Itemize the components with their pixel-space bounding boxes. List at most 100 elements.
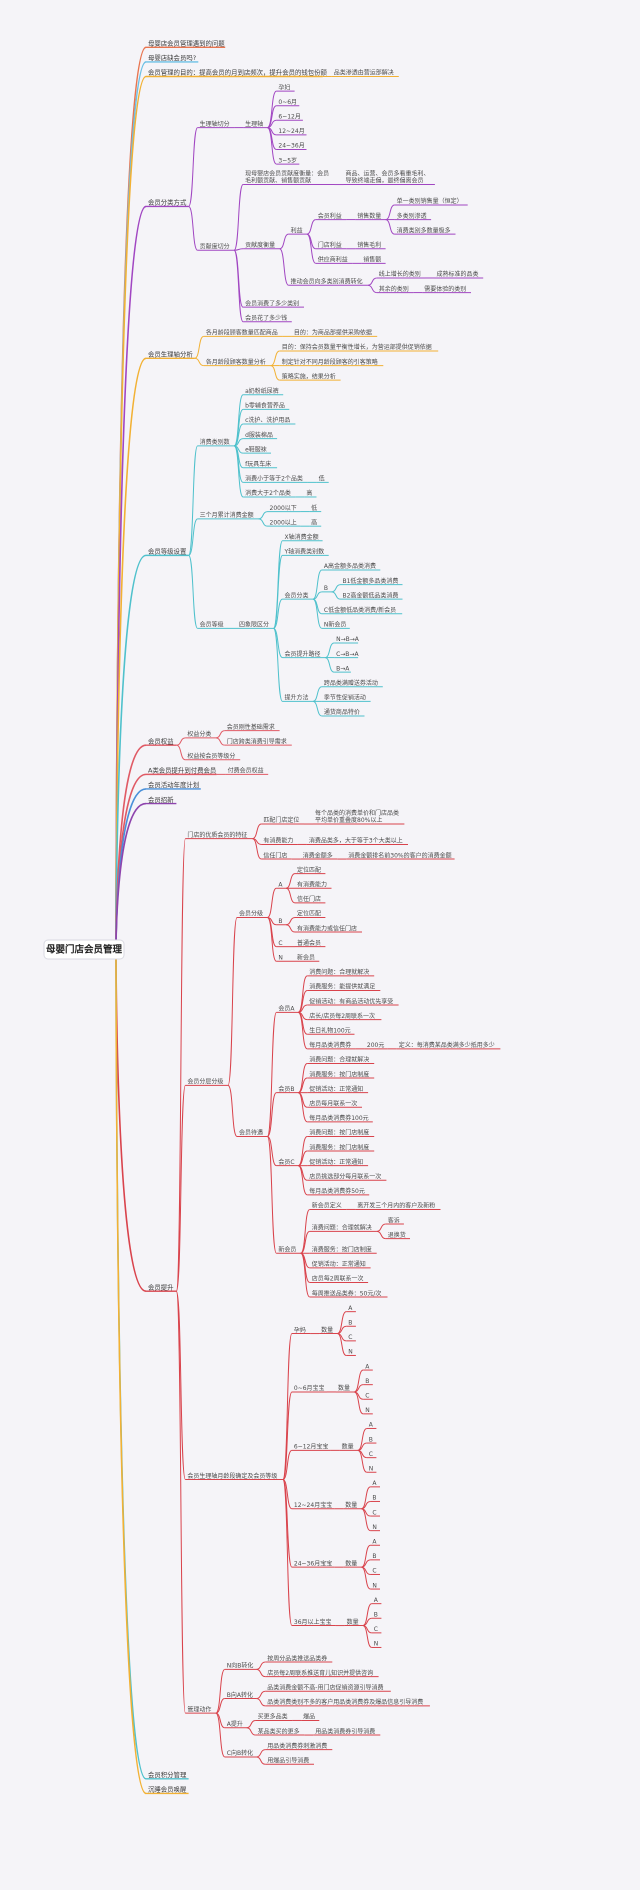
node-label-level-3[interactable]: 策略实施，结果分析 xyxy=(282,372,336,380)
node-label-level-3[interactable]: d服装棉品 xyxy=(245,431,273,439)
node-label-level-4[interactable]: 新会员 xyxy=(278,1245,296,1253)
node-label-level-4[interactable]: 数量 xyxy=(345,1501,357,1509)
node-label-level-5[interactable]: B→A xyxy=(336,665,350,672)
node-label-level-4[interactable]: C xyxy=(278,940,282,947)
node-label-level-5[interactable]: 促销活动：正常通知 xyxy=(309,1085,363,1093)
node-label-level-4[interactable]: 会员C xyxy=(278,1158,294,1166)
node-label-level-5[interactable]: 消费问题：合理就解决 xyxy=(309,968,369,976)
node-label-level-5[interactable]: A xyxy=(365,1363,370,1370)
node-label-level-5[interactable]: N xyxy=(374,1641,379,1648)
node-label-level-6[interactable]: B1低金额多品类消费 xyxy=(343,577,399,585)
node-label-level-3[interactable]: 匹配门店定位 xyxy=(263,816,299,824)
node-label-level-3[interactable]: 目的：保持会员数量平衡性增长，为营运部提供促销依据 xyxy=(282,343,432,351)
node-label-level-4[interactable]: 店员每2周联系推送育儿知识并提供咨询 xyxy=(267,1669,373,1677)
node-label-level-3[interactable]: 会员待遇 xyxy=(239,1129,263,1137)
node-label-level-3[interactable]: 消费小于等于2个品类 xyxy=(245,475,303,483)
node-label-level-3[interactable]: 12~24月宝宝 xyxy=(294,1501,332,1509)
node-label-level-2[interactable]: 会员生理轴月龄段确定及会员等级 xyxy=(187,1472,277,1480)
node-label-level-5[interactable]: C xyxy=(348,1334,352,1341)
node-label-level-4[interactable]: 会员B xyxy=(278,1085,294,1093)
node-label-level-4[interactable]: Y轴消费类别数 xyxy=(284,548,325,556)
node-label-level-3[interactable]: B向A转化 xyxy=(227,1691,253,1699)
node-label-level-4[interactable]: 用爆品引导消费 xyxy=(267,1756,309,1764)
node-label-level-4[interactable]: 每个品类的消费单价和门店品类平均单价重叠度80%以上 xyxy=(315,809,399,824)
node-label-level-5[interactable]: C低金额低品类消费/新会员 xyxy=(324,606,396,614)
node-label-level-3[interactable]: 孕妈 xyxy=(294,1326,306,1334)
node-label-level-4[interactable]: 孕妇 xyxy=(278,83,290,91)
node-label-level-5[interactable]: 门店利益 xyxy=(318,241,342,249)
node-label-level-5[interactable]: N xyxy=(369,1465,374,1472)
node-label-level-7[interactable]: 定义：每消费某品类满多少抵用多少 xyxy=(399,1041,495,1049)
node-label-level-5[interactable]: 消费问题：合理就解决 xyxy=(309,1056,369,1064)
node-label-level-4[interactable]: 推动会员向多类别消费转化 xyxy=(291,277,363,285)
node-label-level-3[interactable]: 生理轴 xyxy=(245,120,263,128)
node-label-level-4[interactable]: 6~12月 xyxy=(278,114,300,121)
node-label-level-5[interactable]: 每月品类消费券 xyxy=(309,1041,351,1049)
node-label-level-4[interactable]: 数量 xyxy=(321,1326,333,1334)
node-label-level-5[interactable]: 信任门店 xyxy=(297,895,321,903)
node-label-level-1[interactable]: 会员管理的目的：提高会员的月到店频次，提升会员的钱包份额 xyxy=(148,68,328,77)
node-label-level-5[interactable]: 店员每月联系一次 xyxy=(309,1099,357,1107)
node-label-level-5[interactable]: B xyxy=(348,1319,352,1326)
node-label-level-5[interactable]: 有消费能力或信任门店 xyxy=(297,924,357,932)
node-label-level-3[interactable]: 24~36月宝宝 xyxy=(294,1559,332,1567)
node-label-level-1[interactable]: 会员权益 xyxy=(148,736,174,745)
node-label-level-1[interactable]: 会员等级设置 xyxy=(148,547,187,556)
node-label-level-3[interactable]: C向B转化 xyxy=(227,1749,253,1757)
node-label-level-3[interactable]: 目的：为商品部提供采购依据 xyxy=(294,329,372,337)
node-label-level-5[interactable]: 每月品类消费券50元 xyxy=(309,1187,365,1195)
node-label-level-5[interactable]: 新会员 xyxy=(297,953,315,961)
node-label-level-5[interactable]: 通货商品特价 xyxy=(324,708,360,716)
node-label-level-1[interactable]: 会员招新 xyxy=(148,795,174,804)
node-label-level-5[interactable]: A xyxy=(374,1597,379,1604)
node-label-level-5[interactable]: 线上增长的类别 xyxy=(379,270,421,278)
node-label-level-6[interactable]: 销售额 xyxy=(363,256,381,264)
node-label-level-5[interactable]: A xyxy=(369,1422,374,1429)
node-label-level-4[interactable]: A xyxy=(278,881,283,888)
node-label-level-4[interactable]: B xyxy=(278,918,282,925)
node-label-level-5[interactable]: N xyxy=(372,1524,377,1531)
node-label-level-5[interactable]: 消费服务：按门店制度 xyxy=(309,1143,369,1151)
node-label-level-3[interactable]: 会员花了多少钱 xyxy=(245,314,287,322)
node-label-level-3[interactable]: 有消费能力 xyxy=(263,837,293,845)
node-label-level-3[interactable]: N向B转化 xyxy=(227,1662,254,1670)
node-label-level-3[interactable]: 会员刚性基础需求 xyxy=(227,723,275,731)
node-label-level-5[interactable]: A高金额多品类消费 xyxy=(324,562,376,570)
node-label-level-3[interactable]: b零辅食营养品 xyxy=(245,402,285,410)
node-label-level-5[interactable]: 有消费能力 xyxy=(297,880,327,888)
node-label-level-5[interactable]: A xyxy=(372,1480,377,1487)
node-label-level-5[interactable]: 定位匹配 xyxy=(297,866,321,874)
node-label-level-5[interactable]: 每周推送品类券：50元/次 xyxy=(312,1289,382,1297)
node-label-level-7[interactable]: 单一类别销售量（恒定） xyxy=(397,197,463,205)
node-label-level-5[interactable]: C xyxy=(374,1626,378,1633)
node-label-level-5[interactable]: 促销活动：有商品活动优先享受 xyxy=(309,997,393,1005)
node-label-level-4[interactable]: 消费品类多，大于等于3个大类以上 xyxy=(309,837,403,845)
node-label-level-2[interactable]: 管理动作 xyxy=(187,1705,211,1713)
node-label-level-2[interactable]: 各月龄段顾客数量分析 xyxy=(206,358,266,366)
node-label-level-1[interactable]: 母婴店会员管理遇到的问题 xyxy=(148,39,225,48)
node-label-level-1[interactable]: 会员提升 xyxy=(148,1282,174,1291)
node-label-level-5[interactable]: B xyxy=(372,1553,376,1560)
root-node[interactable]: 母婴门店会员管理 xyxy=(43,939,125,960)
node-label-level-5[interactable]: 消费服务：按门店制度 xyxy=(312,1245,372,1253)
node-label-level-4[interactable]: 低 xyxy=(319,475,325,483)
node-label-level-3[interactable]: 2000以下 xyxy=(270,505,297,512)
node-label-level-1[interactable]: 会员积分管理 xyxy=(148,1770,187,1779)
node-label-level-5[interactable]: A xyxy=(372,1538,377,1545)
node-label-level-3[interactable]: 会员分级 xyxy=(239,910,263,918)
node-label-level-3[interactable]: c洗护、洗护用品 xyxy=(245,416,290,424)
node-label-level-4[interactable]: 高 xyxy=(306,489,312,497)
node-label-level-5[interactable]: A xyxy=(348,1305,353,1312)
node-label-level-3[interactable]: A提升 xyxy=(227,1720,243,1728)
node-label-level-5[interactable]: B xyxy=(369,1436,373,1443)
node-label-level-6[interactable]: B2高金额低品类消费 xyxy=(343,591,399,599)
node-label-level-2[interactable]: 生理轴切分 xyxy=(200,120,230,128)
node-label-level-4[interactable]: 24~36月 xyxy=(278,143,304,150)
node-label-level-1[interactable]: 母婴店缺会员吗? xyxy=(148,53,196,62)
node-label-level-2[interactable]: 消费类别数 xyxy=(200,438,230,446)
node-label-level-1[interactable]: 会员生理轴分析 xyxy=(148,349,193,358)
node-label-level-1[interactable]: A类会员提升到付费会员 xyxy=(148,766,216,775)
node-label-level-4[interactable]: 利益 xyxy=(291,226,303,234)
node-label-level-5[interactable]: 定位匹配 xyxy=(297,910,321,918)
node-label-level-2[interactable]: 贡献度切分 xyxy=(200,242,230,250)
